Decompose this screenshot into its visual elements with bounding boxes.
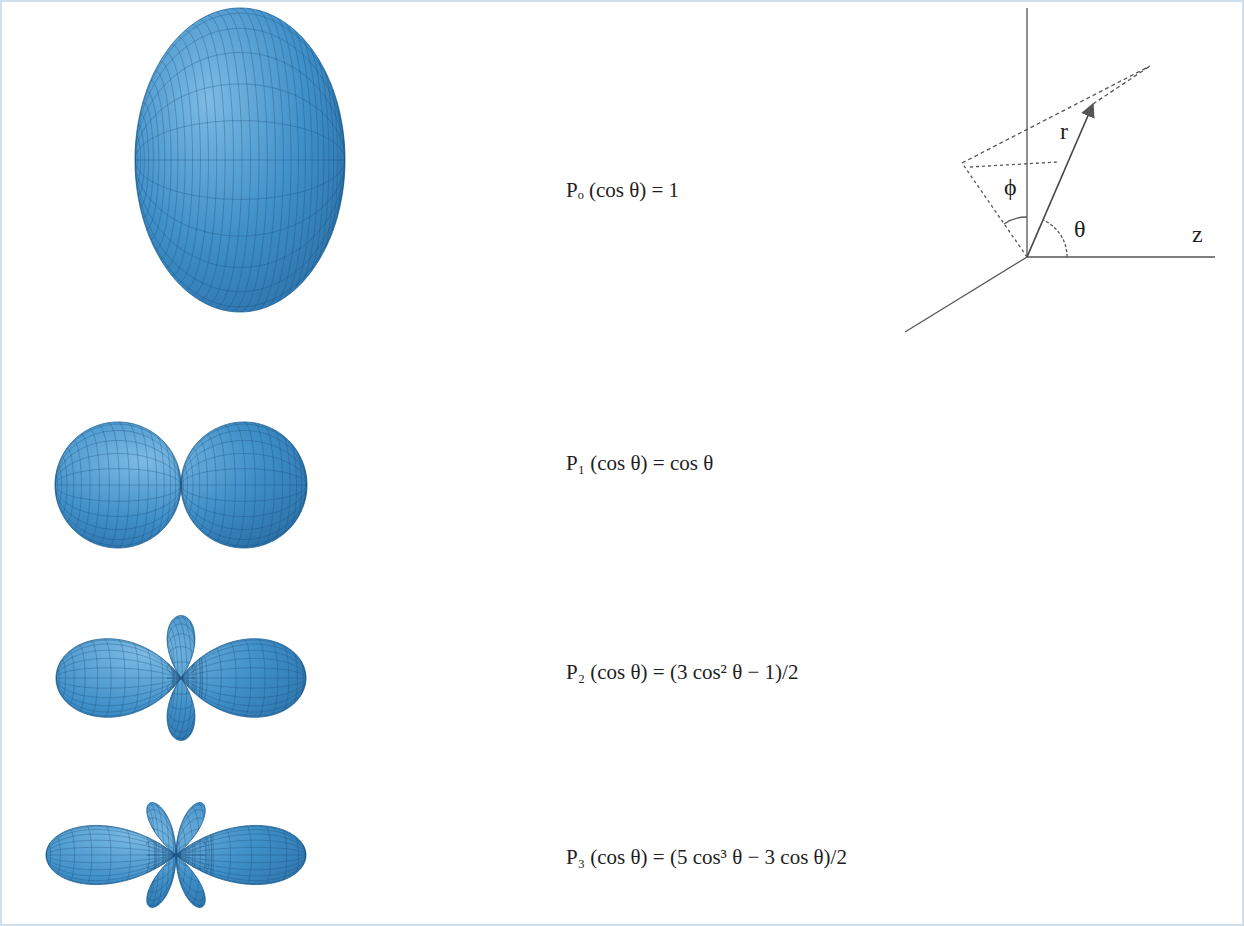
harmonic-surface xyxy=(55,422,308,548)
equation-text: P₃ (cos θ) = (5 cos³ θ − 3 cos θ)/2 xyxy=(566,845,847,869)
surface-grid xyxy=(55,422,308,548)
surface-grid xyxy=(56,616,306,741)
axis-label-text: r xyxy=(1060,118,1068,144)
equation-text: Pₒ (cos θ) = 1 xyxy=(566,178,679,202)
surface-outline xyxy=(55,422,307,548)
equation: Pₒ (cos θ) = 1 xyxy=(566,178,679,203)
angle-label: θ xyxy=(1074,216,1086,243)
surface-grid xyxy=(135,8,348,312)
equation-text: P₂ (cos θ) = (3 cos² θ − 1)/2 xyxy=(566,660,798,684)
frame-line xyxy=(0,0,1244,2)
angle-label: ϕ xyxy=(1004,174,1017,201)
r-vector xyxy=(1027,104,1093,257)
third-axis xyxy=(905,257,1027,332)
surface-outline xyxy=(46,803,306,908)
cone-line xyxy=(962,163,1027,257)
harmonic-surfaces xyxy=(46,8,348,907)
angle-label-text: θ xyxy=(1074,216,1086,242)
surface-fill xyxy=(46,803,306,908)
equation: P₁ (cos θ) = cos θ xyxy=(566,451,713,476)
cone-line xyxy=(970,162,1058,167)
harmonic-surface xyxy=(135,8,348,312)
equation-text: P₁ (cos θ) = cos θ xyxy=(566,451,713,475)
vertical-axis xyxy=(1026,8,1027,257)
frame-line xyxy=(0,924,1244,926)
z-axis xyxy=(1027,256,1215,257)
axis-label: r xyxy=(1060,118,1068,145)
frame-line xyxy=(1242,0,1244,926)
harmonic-surface xyxy=(56,616,306,741)
surface-outline xyxy=(135,8,345,312)
coordinate-sketch xyxy=(905,8,1215,332)
surface-fill xyxy=(56,616,306,741)
harmonic-surface xyxy=(46,803,306,908)
phi-arc xyxy=(1004,217,1027,224)
axis-label-text: z xyxy=(1192,221,1203,247)
equation: P₃ (cos θ) = (5 cos³ θ − 3 cos θ)/2 xyxy=(566,845,847,870)
surface-outline xyxy=(56,616,306,741)
angle-label-text: ϕ xyxy=(1004,174,1017,200)
surface-fill xyxy=(135,8,345,312)
surface-fill xyxy=(55,422,307,548)
cone-line xyxy=(1093,66,1150,104)
axis-label: z xyxy=(1192,221,1203,248)
frame-line xyxy=(0,0,2,926)
theta-arc xyxy=(1043,220,1067,257)
equation: P₂ (cos θ) = (3 cos² θ − 1)/2 xyxy=(566,660,798,685)
cone-line xyxy=(962,66,1150,163)
surface-grid xyxy=(46,803,306,907)
